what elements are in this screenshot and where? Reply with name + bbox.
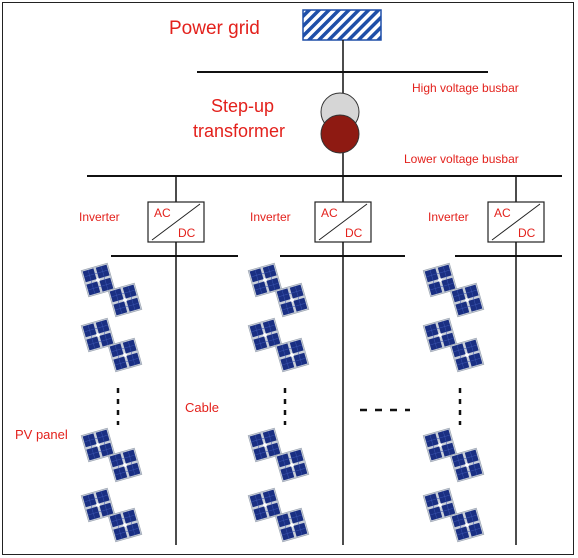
- inverter-diagonal: [151, 203, 201, 241]
- lower-voltage-busbar-label: Lower voltage busbar: [404, 152, 519, 166]
- inverter-ac-label: AC: [154, 206, 171, 220]
- inverter-strings: AC DC Inverter AC DC Inverter AC DC Inverter: [79, 176, 562, 545]
- inverter-ac-label: AC: [321, 206, 338, 220]
- inverter-dc-label: DC: [518, 226, 536, 240]
- transformer-label-line1: Step-up: [211, 96, 274, 116]
- power-grid-symbol: [302, 9, 382, 41]
- pv-panel-label: PV panel: [15, 427, 68, 442]
- inverter-ac-label: AC: [494, 206, 511, 220]
- inverter-diagonal: [491, 203, 541, 241]
- inverter-string-1: AC DC Inverter: [79, 176, 238, 545]
- high-voltage-busbar-label: High voltage busbar: [412, 81, 519, 95]
- inverter-string-3: AC DC Inverter: [422, 176, 562, 545]
- inverter-dc-label: DC: [345, 226, 363, 240]
- inverter-label: Inverter: [428, 210, 469, 224]
- cable-label: Cable: [185, 400, 219, 415]
- inverter-string-2: AC DC Inverter: [247, 176, 405, 545]
- power-grid-label: Power grid: [169, 18, 260, 39]
- inverter-dc-label: DC: [178, 226, 196, 240]
- transformer-secondary-winding: [320, 114, 360, 154]
- inverter-label: Inverter: [79, 210, 120, 224]
- inverter-diagonal: [318, 203, 368, 241]
- inverter-label: Inverter: [250, 210, 291, 224]
- transformer-label-line2: transformer: [193, 121, 285, 141]
